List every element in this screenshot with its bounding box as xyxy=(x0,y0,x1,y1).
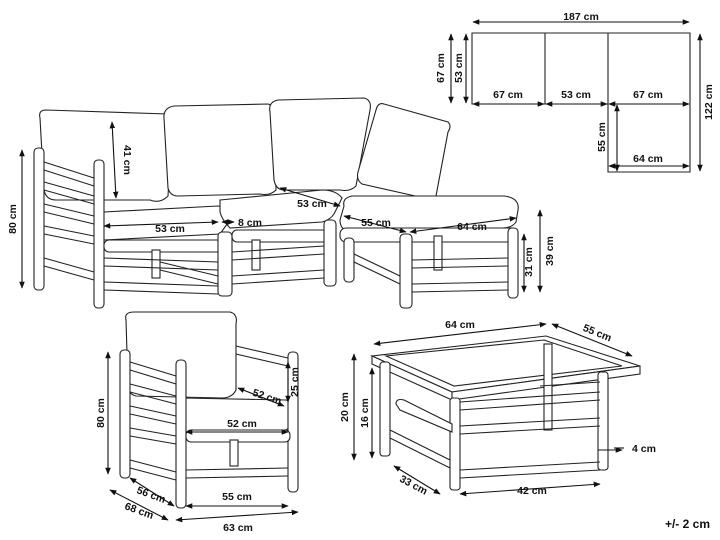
sofa-gap-label: 8 cm xyxy=(238,217,262,229)
ottoman-width-label: 64 cm xyxy=(457,221,487,233)
chair-arm-height-label: 25 cm xyxy=(289,367,301,397)
table-height-label: 20 cm xyxy=(339,392,351,422)
sofa-seat-width-2-label: 53 cm xyxy=(297,198,327,210)
sofa-height-label: 80 cm xyxy=(7,204,19,234)
plan-seat-left-label: 67 cm xyxy=(493,89,523,101)
plan-depth-a-label: 67 cm xyxy=(435,53,447,83)
table-leg-height-label: 16 cm xyxy=(359,398,371,428)
tolerance-note: +/- 2 cm xyxy=(665,517,710,531)
ottoman-seat-height-label: 31 cm xyxy=(523,247,535,277)
plan-corner-depth-label: 55 cm xyxy=(596,122,608,152)
armchair: 80 cm 25 cm 52 cm 52 cm 56 cm 68 cm 55 c… xyxy=(95,311,301,534)
ottoman-height-label: 39 cm xyxy=(544,236,556,266)
plan-depth-b-label: 53 cm xyxy=(453,53,465,83)
back-cushion-right xyxy=(269,97,371,192)
plan-seat-mid-label: 53 cm xyxy=(561,89,591,101)
coffee-table: 64 cm 55 cm 20 cm 16 cm 4 cm 33 cm 42 cm xyxy=(339,319,656,498)
chair-seat-width-label: 52 cm xyxy=(227,418,257,430)
chair-outer-width-label: 63 cm xyxy=(223,522,253,534)
chair-inner-width-label: 55 cm xyxy=(222,491,252,503)
chair-outer-depth-label: 68 cm xyxy=(123,500,155,521)
table-depth-label: 55 cm xyxy=(581,322,613,344)
back-cushion-left xyxy=(39,109,174,202)
chair-height-label: 80 cm xyxy=(95,398,107,428)
table-leg-size-label: 4 cm xyxy=(632,443,656,455)
back-cushion-corner xyxy=(356,103,451,201)
sofa-seat-width-label: 53 cm xyxy=(155,223,185,235)
plan-seat-right-label: 67 cm xyxy=(633,89,663,101)
plan-corner-width-label: 64 cm xyxy=(633,153,663,165)
chair-inner-depth-label: 56 cm xyxy=(135,484,167,505)
table-width-label: 64 cm xyxy=(445,319,475,331)
ottoman-depth-label: 55 cm xyxy=(361,217,391,229)
table-inner-depth-label: 33 cm xyxy=(397,473,429,498)
plan-total-width-label: 187 cm xyxy=(563,11,599,23)
sofa-back-cushion-label: 41 cm xyxy=(121,145,133,175)
plan-height-total-label: 122 cm xyxy=(703,84,715,120)
table-inner-width-label: 42 cm xyxy=(517,485,547,497)
back-cushion-mid xyxy=(163,103,277,197)
plan-view: 187 cm 67 cm 53 cm 67 cm 53 cm 67 cm 122… xyxy=(435,11,715,173)
armchair-back-cushion xyxy=(125,311,237,399)
sofa-set: 41 cm 80 cm 53 cm 8 cm 53 cm 55 cm 64 cm… xyxy=(7,97,556,309)
